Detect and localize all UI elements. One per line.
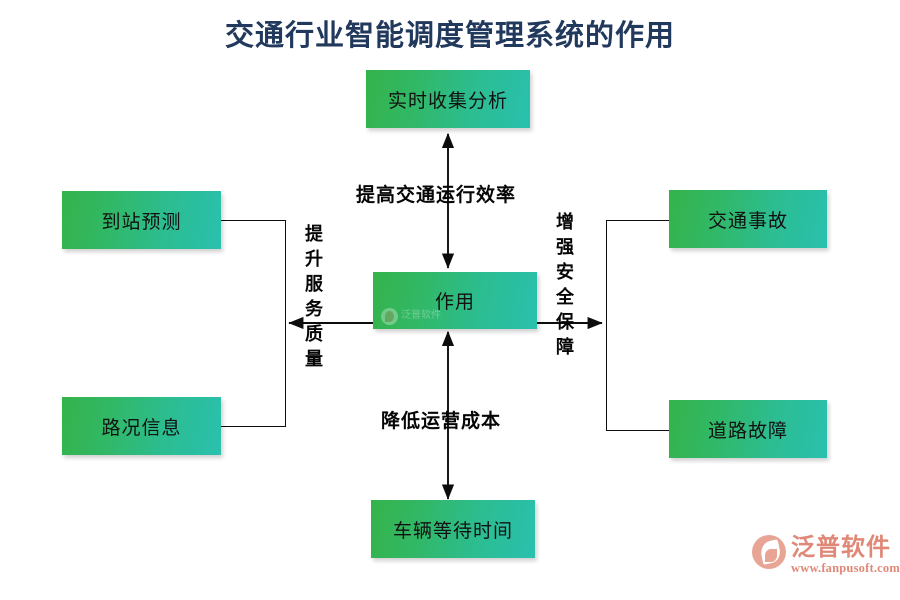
node-center-label: 作用	[434, 292, 475, 313]
fanpu-logo: 泛普软件 www.fanpusoft.com	[752, 535, 900, 576]
node-right-bottom[interactable]: 道路故障	[669, 400, 827, 458]
edge-label-bottom: 降低运营成本	[381, 411, 502, 432]
node-bottom[interactable]: 车辆等待时间	[371, 500, 535, 558]
connector-left-top-stub	[221, 220, 285, 221]
fanpu-logo-icon	[381, 308, 398, 325]
center-watermark: 泛普软件	[381, 308, 441, 325]
connector-right-bottom-stub	[606, 430, 669, 431]
node-left-bottom-label: 路况信息	[101, 417, 182, 439]
fanpu-logo-icon	[752, 535, 786, 569]
page-title: 交通行业智能调度管理系统的作用	[224, 20, 675, 52]
connector-right-top-stub	[606, 220, 669, 221]
logo-text-block: 泛普软件 www.fanpusoft.com	[791, 535, 900, 576]
logo-name: 泛普软件	[791, 534, 891, 561]
node-left-top[interactable]: 到站预测	[62, 191, 221, 249]
connector-left-spine	[285, 220, 286, 427]
node-right-bottom-label: 道路故障	[707, 420, 788, 442]
edge-label-top: 提高交通运行效率	[356, 185, 517, 206]
node-bottom-label: 车辆等待时间	[392, 520, 513, 542]
node-right-top[interactable]: 交通事故	[669, 190, 827, 248]
node-center[interactable]: 作用 泛普软件	[373, 272, 537, 329]
node-left-top-label: 到站预测	[101, 211, 182, 233]
edge-label-right: 增强安全保障	[556, 212, 574, 357]
node-top[interactable]: 实时收集分析	[366, 70, 530, 128]
node-top-label: 实时收集分析	[387, 90, 508, 112]
node-left-bottom[interactable]: 路况信息	[62, 397, 221, 455]
logo-url: www.fanpusoft.com	[791, 561, 900, 576]
connector-left-bottom-stub	[221, 426, 285, 427]
edge-label-left: 提升服务质量	[305, 224, 323, 369]
connector-right-spine	[606, 220, 607, 431]
node-right-top-label: 交通事故	[707, 210, 788, 232]
